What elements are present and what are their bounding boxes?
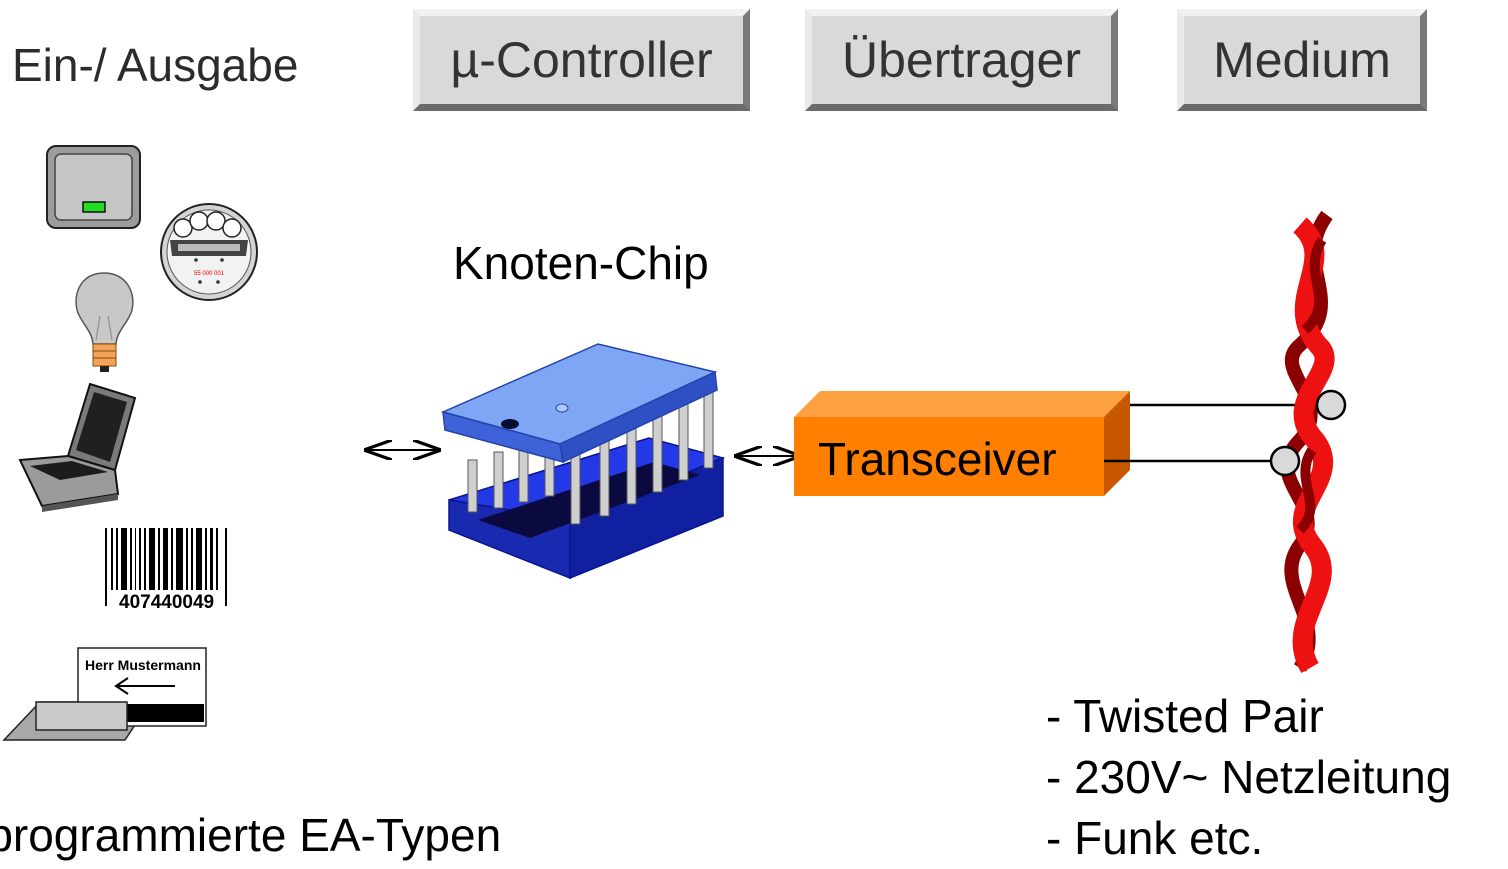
meter-number: 55 000 001 (194, 271, 225, 277)
barcode-icon (105, 528, 227, 606)
transmitter-button[interactable]: Übertrager (805, 9, 1118, 111)
medium-item: - 230V~ Netzleitung (1046, 751, 1452, 803)
terminal-top (1315, 389, 1347, 421)
medium-button[interactable]: Medium (1177, 9, 1427, 111)
medium-item: - Twisted Pair (1046, 690, 1324, 742)
terminal-bottom (1269, 445, 1301, 477)
node-chip-title: Knoten-Chip (453, 237, 709, 289)
switch-icon (46, 145, 141, 229)
medium-list: - Twisted Pair - 230V~ Netzleitung - Fun… (1046, 686, 1451, 869)
card-name: Herr Mustermann (85, 657, 201, 673)
io-types-caption: rprogrammierte EA-Typen (0, 809, 502, 861)
controller-button[interactable]: µ-Controller (413, 9, 750, 111)
card-reader-icon (2, 647, 207, 741)
transmitter-button-label: Übertrager (842, 32, 1081, 88)
transceiver-label: Transceiver (818, 433, 1057, 485)
laptop-icon (18, 382, 137, 512)
medium-button-label: Medium (1213, 32, 1391, 88)
light-bulb-icon (75, 272, 134, 372)
controller-button-label: µ-Controller (450, 32, 713, 88)
medium-item: - Funk etc. (1046, 812, 1264, 864)
twisted-pair-icon (1280, 210, 1335, 674)
meter-icon: 55 000 001 (160, 203, 258, 301)
io-header-label: Ein-/ Ausgabe (12, 39, 299, 91)
barcode-number: 407440049 (119, 592, 215, 613)
transceiver-box (794, 391, 1130, 496)
chip-icon (440, 343, 726, 580)
